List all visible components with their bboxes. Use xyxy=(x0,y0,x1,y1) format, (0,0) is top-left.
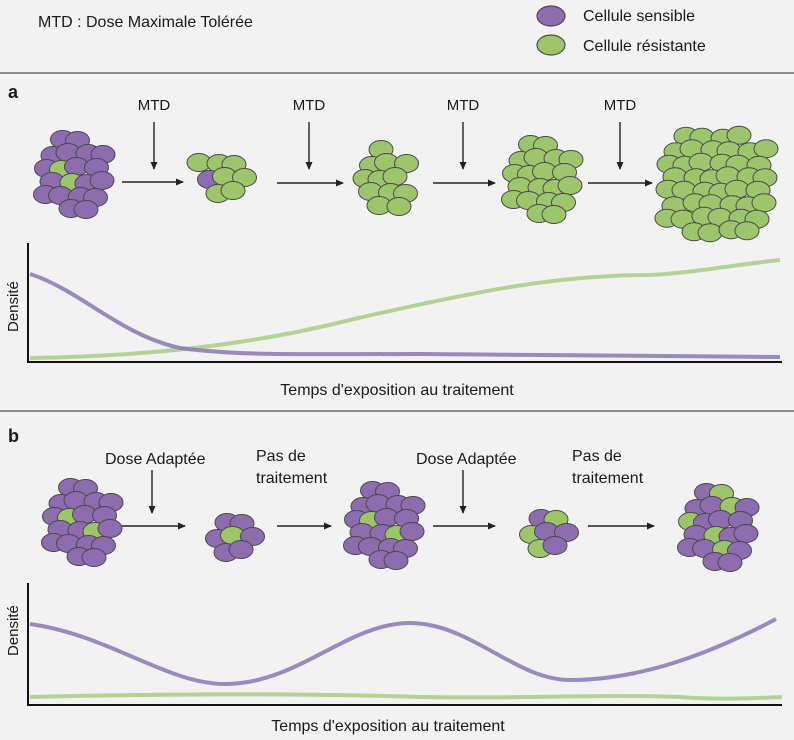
resistant-cell xyxy=(688,152,714,172)
step-label: MTD xyxy=(604,97,637,114)
panel-a-letter: a xyxy=(8,82,19,102)
panel-b-cell-clusters xyxy=(41,478,760,572)
cell-cluster xyxy=(33,130,116,219)
panel-b-letter: b xyxy=(8,426,19,446)
panel-b-x-label: Temps d'exposition au traitement xyxy=(271,718,505,735)
cell-cluster xyxy=(654,125,779,243)
resistant-cell xyxy=(734,221,760,241)
resistant-cell xyxy=(386,197,412,216)
panel-a-x-label: Temps d'exposition au traitement xyxy=(280,382,514,399)
step-label: Dose Adaptée xyxy=(416,451,517,468)
panel-b-y-label: Densité xyxy=(5,605,22,656)
resistant-cell xyxy=(697,223,723,243)
panel-a-density-plot: Densité Temps d'exposition au traitement xyxy=(5,243,782,399)
cell-cluster xyxy=(352,140,419,216)
cell-cluster xyxy=(186,153,257,203)
resistant-cell xyxy=(726,125,752,145)
resistant-cell xyxy=(557,176,583,195)
sensitive-cell xyxy=(73,200,99,219)
panel-a-arrows xyxy=(122,122,653,187)
sensitive-cell xyxy=(383,551,409,570)
resistant-legend-swatch xyxy=(536,34,566,56)
sensitive-cell xyxy=(717,553,743,572)
resistant-cell xyxy=(724,179,750,199)
panel-a-step-labels: MTD MTD MTD MTD xyxy=(138,97,637,114)
resistant-cell xyxy=(751,193,777,213)
cell-cluster xyxy=(343,481,426,570)
mtd-definition: MTD : Dose Maximale Tolérée xyxy=(38,14,253,31)
panel-a: a MTD MTD MTD MTD Densité Temps d'expositio… xyxy=(5,82,782,399)
panel-b-step-labels: Dose Adaptée Pas de traitement Dose Adaptée… xyxy=(105,448,644,487)
panel-a-sensitive-curve xyxy=(29,272,781,359)
sensitive-cell xyxy=(228,540,254,559)
panel-b-sensitive-curve xyxy=(29,617,777,687)
cell-cluster xyxy=(519,509,579,558)
step-label: MTD xyxy=(138,97,171,114)
sensitive-cell xyxy=(733,524,759,543)
panel-b-density-plot: Densité Temps d'exposition au traitement xyxy=(5,583,783,735)
sensitive-cell xyxy=(542,536,568,555)
sensitive-cell xyxy=(89,171,115,190)
resistant-cell xyxy=(753,139,779,159)
legend: MTD : Dose Maximale Tolérée Cellule sens… xyxy=(38,5,706,56)
resistant-cell xyxy=(541,205,567,224)
cell-cluster xyxy=(501,135,584,224)
panel-b-arrows xyxy=(122,470,655,530)
step-label: traitement xyxy=(256,470,328,487)
step-label: MTD xyxy=(447,97,480,114)
resistant-legend-label: Cellule résistante xyxy=(583,38,706,55)
step-label: Pas de xyxy=(256,448,306,465)
step-label: traitement xyxy=(572,470,644,487)
step-label: Dose Adaptée xyxy=(105,451,206,468)
resistant-cell xyxy=(382,167,408,186)
sensitive-legend-label: Cellule sensible xyxy=(583,8,695,25)
panel-b-resistant-curve xyxy=(29,692,783,701)
resistant-cell xyxy=(220,181,246,200)
step-label: Pas de xyxy=(572,448,622,465)
sensitive-legend-swatch xyxy=(536,5,566,27)
sensitive-cell xyxy=(97,519,123,538)
cell-cluster xyxy=(677,483,760,572)
cell-cluster xyxy=(205,513,265,562)
sensitive-cell xyxy=(399,522,425,541)
panel-a-y-label: Densité xyxy=(5,281,22,332)
panel-a-resistant-curve xyxy=(29,258,781,360)
cell-cluster xyxy=(41,478,124,567)
sensitive-cell xyxy=(81,548,107,567)
panel-a-cell-clusters xyxy=(33,125,779,243)
step-label: MTD xyxy=(293,97,326,114)
